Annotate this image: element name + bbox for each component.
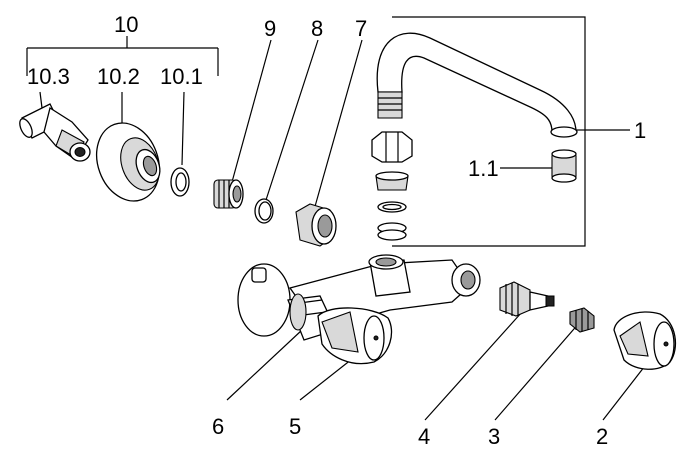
aerator-part-1-1 bbox=[551, 149, 577, 183]
spout-part-1 bbox=[371, 32, 578, 241]
label-10: 10 bbox=[114, 12, 138, 37]
handle-part-5 bbox=[317, 307, 393, 365]
o-ring-part-8 bbox=[254, 198, 274, 224]
label-4: 4 bbox=[418, 424, 430, 449]
label-10-3: 10.3 bbox=[27, 64, 70, 89]
rosette-part-10-2 bbox=[96, 122, 161, 202]
label-5: 5 bbox=[289, 414, 301, 439]
label-3: 3 bbox=[488, 424, 500, 449]
washer-part-10-1 bbox=[170, 167, 190, 197]
part-labels: 10 10.3 10.2 10.1 9 8 7 1 1.1 6 5 4 3 2 bbox=[27, 12, 646, 449]
label-7: 7 bbox=[355, 16, 367, 41]
handle-part-2 bbox=[613, 311, 677, 370]
label-2: 2 bbox=[596, 424, 608, 449]
label-1-1: 1.1 bbox=[468, 156, 499, 181]
label-1: 1 bbox=[634, 118, 646, 143]
cartridge-part-4 bbox=[499, 281, 555, 317]
leader-lines bbox=[26, 16, 649, 421]
label-9: 9 bbox=[264, 16, 276, 41]
label-8: 8 bbox=[311, 16, 323, 41]
label-10-2: 10.2 bbox=[97, 64, 140, 89]
nipple-part-9 bbox=[213, 179, 244, 209]
lock-ring-part-6 bbox=[289, 293, 307, 331]
adapter-part-3 bbox=[569, 307, 595, 333]
union-nut-part-7 bbox=[295, 203, 337, 247]
label-10-1: 10.1 bbox=[160, 64, 203, 89]
wall-fitting-part-10-3 bbox=[19, 103, 91, 162]
label-6: 6 bbox=[212, 414, 224, 439]
